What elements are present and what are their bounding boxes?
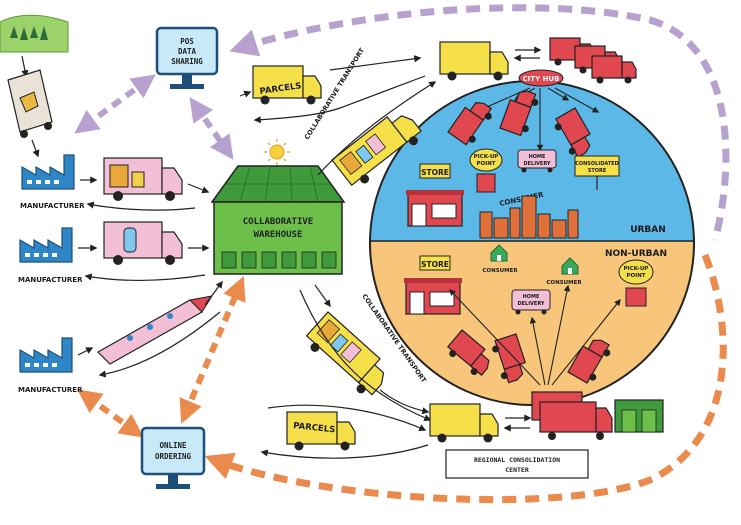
urban-home-delivery-label-2: DELIVERY: [523, 161, 550, 167]
regional-label-line2: CENTER: [505, 466, 529, 474]
manufacturer-label-3: MANUFACTURER: [18, 386, 83, 394]
raw-material-truck-icon: [7, 69, 53, 138]
nonurban-pickup-label-2: POINT: [626, 273, 645, 279]
collaborative-warehouse-icon: [210, 165, 346, 275]
urban-store-icon: [405, 163, 465, 227]
urban-label: URBAN: [630, 225, 666, 235]
pink-truck-water: [103, 221, 183, 266]
nonurban-home-delivery: [511, 289, 551, 315]
sun-icon: [264, 139, 290, 165]
consolidated-store-sign: [574, 155, 620, 190]
yellow-truck-city-hub: [439, 41, 509, 82]
pink-train: [97, 295, 214, 365]
urban-home-delivery-label-1: HOME: [529, 154, 546, 160]
collaborative-transport-truck-bottom: [305, 311, 385, 396]
non-urban-label: NON-URBAN: [605, 249, 667, 259]
double-arrows-regional: [503, 414, 532, 432]
nonurban-consumer-label-1: CONSUMER: [482, 268, 518, 274]
online-label-line2: ORDERING: [155, 452, 192, 461]
regional-label-line1: REGIONAL CONSOLIDATION: [474, 456, 560, 464]
nonurban-consumer-label-2: CONSUMER: [546, 280, 582, 286]
factory-icon-2: [19, 227, 73, 263]
purple-dashed-arrow-pos-warehouse: [189, 97, 234, 160]
orange-dashed-loop-arrow: [204, 253, 727, 504]
factory-icon-1: [21, 154, 75, 190]
pos-label-line1: POS: [180, 37, 194, 46]
warehouse-label-line2: WAREHOUSE: [254, 230, 303, 240]
urban-store-label: STORE: [421, 168, 449, 177]
pink-truck-goods: [103, 157, 183, 202]
nonurban-home-delivery-label-1: HOME: [523, 294, 540, 300]
pos-label-line2: DATA: [178, 47, 197, 56]
city-hub-label: CITY HUB: [523, 75, 560, 83]
manufacturer-label-2: MANUFACTURER: [18, 276, 83, 284]
online-label-line1: ONLINE: [159, 441, 187, 450]
purple-dashed-loop-arrow: [229, 4, 730, 241]
regional-red-trucks: [531, 391, 613, 440]
urban-pickup-label-2: POINT: [476, 161, 495, 167]
double-arrows-city-hub: [513, 46, 542, 62]
city-buildings: [479, 195, 579, 239]
pos-label-line3: SHARING: [171, 57, 203, 66]
nonurban-home-delivery-label-2: DELIVERY: [517, 301, 544, 307]
city-hub-badge: [518, 69, 564, 87]
nonurban-pickup-label-1: PICK-UP: [624, 266, 649, 272]
urban-pickup-point: [469, 148, 503, 193]
manufacturer-label-1: MANUFACTURER: [20, 202, 85, 210]
consolidated-store-label-2: STORE: [588, 168, 607, 174]
factory-icon-3: [19, 337, 73, 373]
regional-consolidation-sign: [445, 449, 589, 479]
urban-home-delivery: [517, 149, 557, 173]
online-ordering-monitor: [140, 426, 206, 489]
orange-dashed-arrow-online-manufacturer: [77, 389, 144, 438]
regional-green-building: [614, 399, 664, 433]
purple-dashed-arrow-pos-manufacturer: [74, 74, 156, 134]
nonurban-store-icon: [403, 255, 463, 315]
urban-pickup-label-1: PICK-UP: [474, 154, 499, 160]
parcels-label-bottom: PARCELS: [293, 421, 336, 435]
consolidated-store-label-1: CONSOLIDATED: [575, 161, 619, 167]
collaborative-transport-truck-top: [331, 115, 422, 187]
orange-dashed-arrow-online-warehouse: [179, 276, 246, 424]
farm-field-icon: [0, 14, 69, 53]
warehouse-label-line1: COLLABORATIVE: [243, 217, 313, 227]
regional-yellow-truck: [429, 403, 499, 444]
nonurban-pickup-point: [618, 259, 654, 307]
nonurban-store-label: STORE: [421, 260, 449, 269]
pos-data-sharing-monitor: [155, 26, 219, 89]
